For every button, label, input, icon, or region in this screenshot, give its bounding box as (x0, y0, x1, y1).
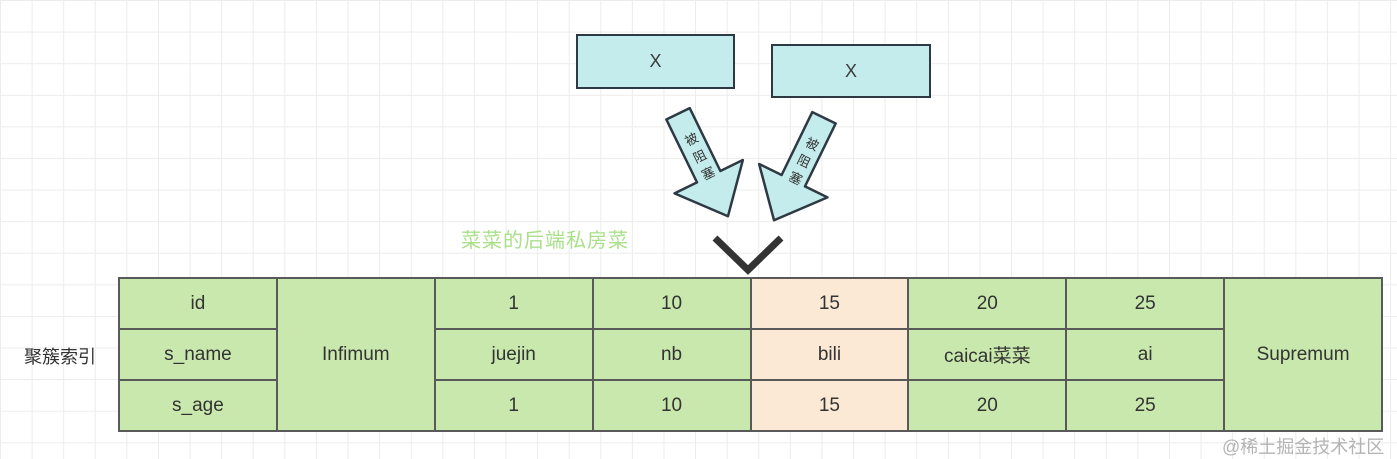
blocked-arrow-left: 被阻塞 (641, 94, 765, 235)
table-cell: caicai菜菜 (909, 328, 1066, 379)
table-cell-field-id: id (190, 292, 206, 314)
table-column-fields: id s_name s_age (120, 279, 276, 430)
table-column-record-10: 10 nb 10 (591, 279, 750, 430)
lock-box-right: X (771, 44, 931, 98)
corner-watermark: @稀土掘金技术社区 (1222, 437, 1385, 457)
table-cell-field-sname: s_name (120, 328, 276, 379)
table-cell: ai (1067, 328, 1224, 379)
table-cell: 25 (1067, 379, 1224, 430)
table-cell: 20 (976, 292, 998, 314)
table-column-record-25: 25 ai 25 (1065, 279, 1224, 430)
table-column-record-15-locked: 15 bili 15 (749, 279, 908, 430)
table-cell-infimum: Infimum (322, 343, 390, 365)
table-cell: 25 (1134, 292, 1156, 314)
clustered-index-table: id s_name s_age Infimum 1 juejin 1 10 nb… (118, 277, 1383, 432)
table-cell: 10 (660, 292, 683, 314)
table-cell: 10 (593, 379, 750, 430)
table-cell: 20 (909, 379, 1066, 430)
table-column-record-20: 20 caicai菜菜 20 (907, 279, 1066, 430)
table-cell-field-sage: s_age (120, 379, 276, 430)
table-cell: 1 (508, 292, 519, 314)
clustered-index-label: 聚簇索引 (24, 347, 96, 367)
table-cell: 15 (751, 379, 908, 430)
table-column-supremum: Supremum (1223, 279, 1381, 430)
blocked-arrow-right: 被阻塞 (737, 98, 861, 239)
lock-box-right-label: X (844, 60, 857, 81)
lock-box-left-label: X (649, 51, 662, 71)
table-column-infimum: Infimum (275, 279, 434, 430)
lock-box-left: X (576, 34, 735, 89)
center-watermark: 菜菜的后端私房菜 (461, 230, 629, 252)
table-cell: 1 (435, 379, 592, 430)
table-cell: 15 (818, 292, 840, 314)
table-cell: juejin (435, 328, 592, 379)
table-cell-supremum: Supremum (1256, 343, 1350, 365)
block-arrow-icon (665, 106, 745, 218)
table-column-record-1: 1 juejin 1 (433, 279, 592, 430)
chevron-down-icon (712, 235, 784, 275)
table-cell: bili (751, 328, 908, 379)
block-arrow-icon (757, 110, 837, 222)
table-cell: nb (593, 328, 750, 379)
